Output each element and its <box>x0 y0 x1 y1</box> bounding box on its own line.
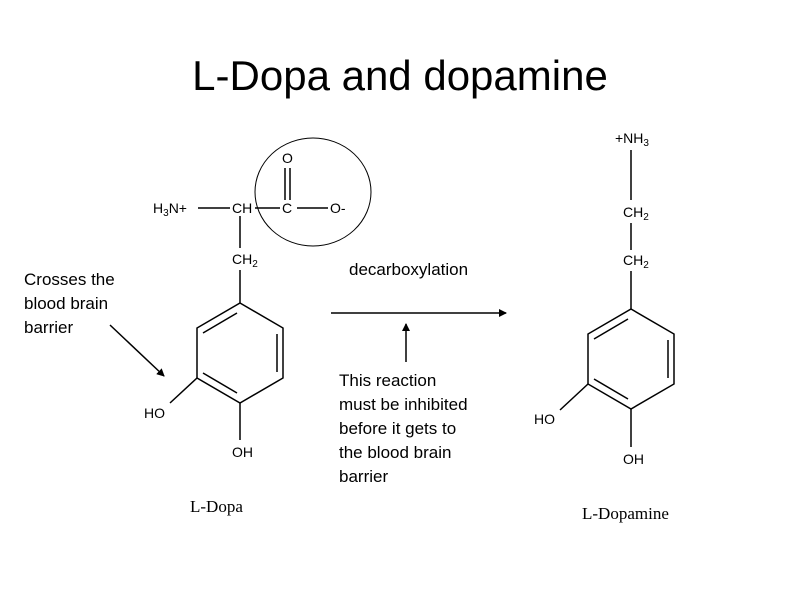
slide-title: L-Dopa and dopamine <box>192 52 608 99</box>
dopamine-ch2a-label: CH2 <box>623 204 649 223</box>
inhibit-note: This reaction must be inhibited before i… <box>339 371 472 486</box>
crosses-arrow <box>109 324 165 377</box>
crosses-note: Crosses the blood brain barrier <box>24 270 119 337</box>
ldopa-benzene-ring <box>196 302 284 404</box>
dopamine-benzene-ring <box>587 308 675 410</box>
ldopa-o-top-label: O <box>282 150 293 166</box>
ldopa-molecule: H3N+ CH C O O- CH2 <box>144 137 372 516</box>
ldopa-amine-label: H3N+ <box>153 200 187 219</box>
dopamine-amine-label: +NH3 <box>615 130 649 149</box>
dopamine-ch2b-label: CH2 <box>623 252 649 271</box>
crosses-note-group: Crosses the blood brain barrier <box>24 270 165 377</box>
dopamine-ho-label: HO <box>534 411 555 427</box>
ldopa-ho-label: HO <box>144 405 165 421</box>
dopamine-ho-bond <box>559 383 589 411</box>
dopamine-molecule: +NH3 CH2 CH2 HO OH L-Dopamine <box>534 130 675 523</box>
dopamine-ring-double-2 <box>593 318 629 340</box>
ldopa-ho-bond <box>169 377 198 404</box>
reaction: decarboxylation This reaction must be in… <box>331 260 507 486</box>
ldopa-o-minus-label: O- <box>330 200 346 216</box>
dopamine-oh-label: OH <box>623 451 644 467</box>
ldopa-ch-label: CH <box>232 200 252 216</box>
dopamine-ring-double-3 <box>593 378 629 400</box>
ldopa-caption: L-Dopa <box>190 497 243 516</box>
carboxyl-circle <box>254 137 372 247</box>
ldopa-ring-double-3 <box>202 372 238 394</box>
ldopa-ch2-label: CH2 <box>232 251 258 270</box>
reaction-label: decarboxylation <box>349 260 468 279</box>
ldopa-ring-double-2 <box>202 312 238 334</box>
ldopa-oh-label: OH <box>232 444 253 460</box>
ldopa-c-label: C <box>282 200 292 216</box>
dopamine-caption: L-Dopamine <box>582 504 669 523</box>
